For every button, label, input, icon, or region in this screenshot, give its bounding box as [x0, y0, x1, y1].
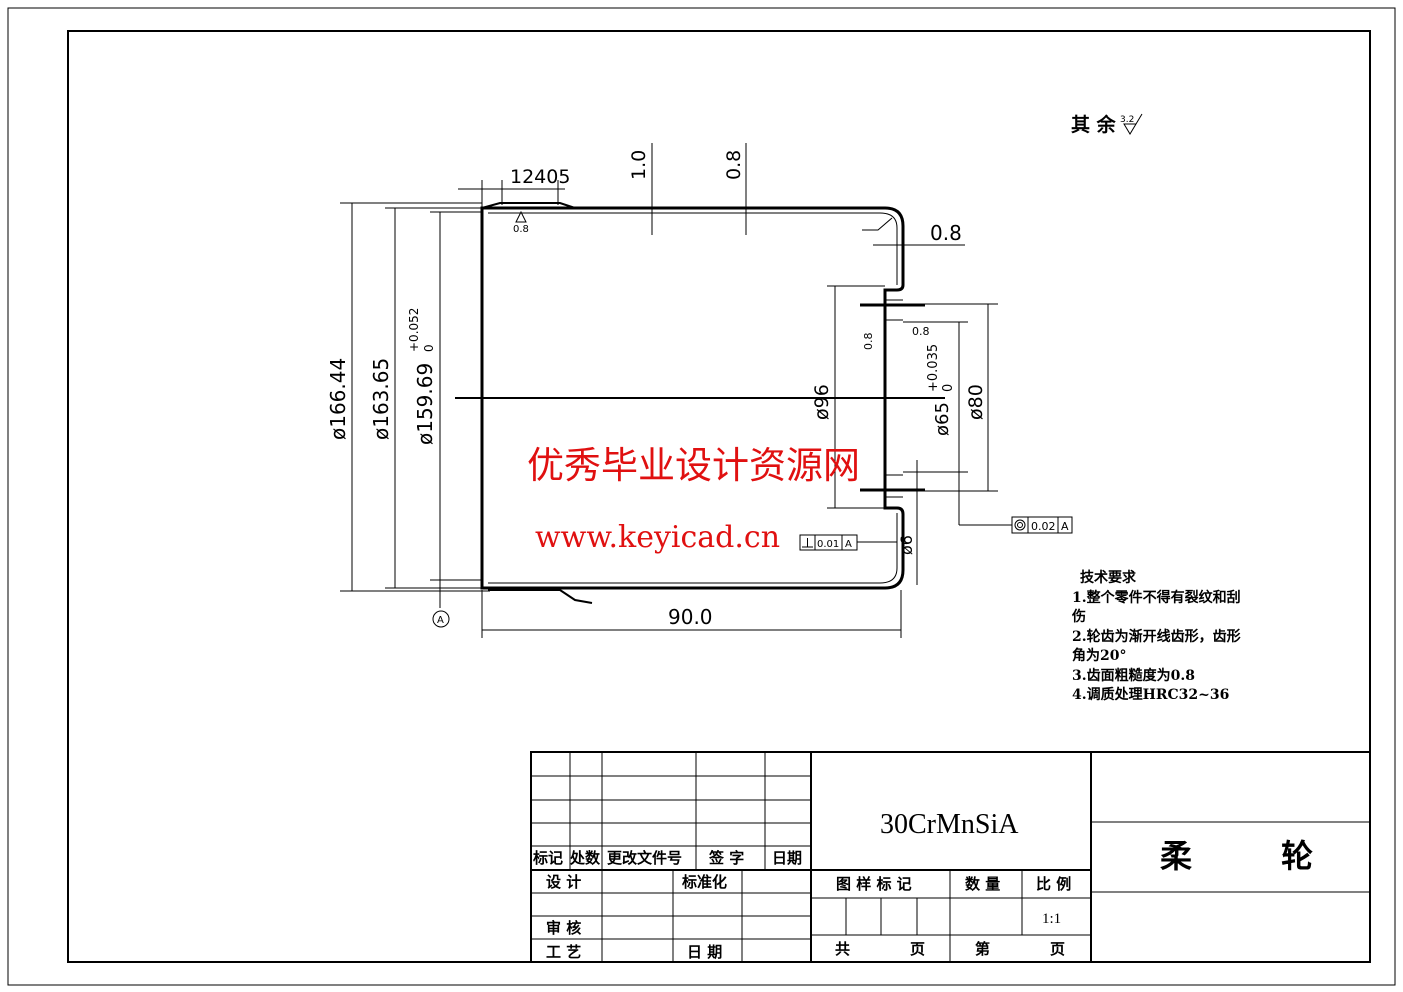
material: 30CrMnSiA [880, 809, 1019, 840]
concentricity-frame: 0.02 A [1011, 516, 1073, 534]
label-review: 审 核 [546, 919, 581, 937]
dim-d65-tol-low: 0 [941, 384, 956, 392]
rev-header-count: 处数 [569, 849, 601, 867]
concentricity-icon [1014, 519, 1026, 531]
dim-d6: ø6 [897, 535, 916, 555]
label-drawing-mark: 图 样 标 记 [836, 875, 912, 893]
dim-d65: ø65 [932, 402, 953, 436]
dim-d159-tol: +0.052 [407, 308, 421, 352]
datum-a-marker [432, 610, 450, 628]
dim-d80: ø80 [965, 384, 987, 420]
label-quantity: 数 量 [965, 875, 1000, 893]
label-process: 工 艺 [546, 943, 581, 961]
label-total: 共 [835, 940, 850, 958]
tech-req-line: 1.整个零件不得有裂纹和刮 [1072, 589, 1241, 606]
diameter-dimensions: ø166.44 ø163.65 ø159.69 +0.052 0 A [326, 202, 490, 628]
tech-req-line: 3.齿面粗糙度为0.8 [1072, 667, 1195, 684]
dim-thickness-08: 0.8 [723, 150, 745, 180]
roughness-top: 0.8 [513, 224, 529, 235]
dim-12405: 12405 [510, 166, 570, 188]
scale-value: 1:1 [1042, 911, 1061, 927]
other-roughness-value: 3.2 [1120, 115, 1134, 125]
datum-label: A [437, 615, 444, 626]
roughness-hub-b: 0.8 [912, 325, 930, 338]
perpendicularity-icon [802, 538, 813, 548]
label-date: 日 期 [687, 943, 722, 961]
hub-dimensions: ø96 ø80 ø65 +0.035 0 0.8 0.8 ø6 [811, 285, 1012, 585]
perpendicularity-datum: A [845, 539, 852, 550]
roughness-symbol-icon [1123, 113, 1143, 135]
rev-header-date: 日期 [772, 849, 802, 867]
label-design: 设 计 [546, 873, 581, 891]
concentricity-value: 0.02 [1031, 520, 1056, 533]
outer-border [7, 7, 1396, 986]
label-nth: 第 [975, 940, 990, 958]
technical-requirements: 技术要求 1.整个零件不得有裂纹和刮 伤 2.轮齿为渐开线齿形，齿形 角为20°… [1071, 569, 1241, 703]
part-name: 柔 轮 [1160, 837, 1313, 875]
tech-req-line: 4.调质处理HRC32~36 [1072, 686, 1229, 703]
concentricity-datum: A [1061, 520, 1069, 533]
dim-d159: ø159.69 [413, 363, 437, 445]
tech-req-line: 伤 [1071, 608, 1086, 625]
perpendicularity-value: 0.01 [817, 539, 839, 550]
dim-wall-08: 0.8 [930, 221, 962, 245]
rev-header-doc: 更改文件号 [607, 849, 682, 867]
label-page: 页 [910, 940, 925, 958]
roughness-hub-a: 0.8 [862, 333, 875, 351]
title-block: 标记 处数 更改文件号 签 字 日期 设 计 标准化 审 核 工 艺 日 期 3… [530, 751, 1371, 963]
label-standard: 标准化 [681, 873, 727, 891]
tech-req-line: 2.轮齿为渐开线齿形，齿形 [1072, 628, 1241, 645]
dim-d96: ø96 [811, 384, 833, 420]
label-scale: 比 例 [1036, 875, 1071, 893]
watermark-title: 优秀毕业设计资源网 [527, 444, 860, 487]
dim-d166: ø166.44 [326, 358, 350, 440]
dim-thickness-1: 1.0 [628, 150, 650, 180]
other-roughness-label: 其 余 [1071, 113, 1117, 136]
rev-header-sign: 签 字 [708, 849, 744, 867]
dim-d65-tol: +0.035 [926, 344, 941, 392]
dim-length-90: 90.0 [668, 605, 713, 629]
top-dimensions: 12405 0.8 1.0 0.8 0.8 [458, 143, 965, 246]
dim-d159-tol-low: 0 [422, 344, 436, 352]
dim-d163: ø163.65 [369, 358, 393, 440]
tech-req-title: 技术要求 [1080, 569, 1137, 586]
watermark-url: www.keyicad.cn [535, 520, 780, 555]
rev-header-mark: 标记 [532, 849, 563, 867]
label-page2: 页 [1050, 940, 1065, 958]
tech-req-line: 角为20° [1072, 647, 1126, 664]
perpendicularity-frame: 0.01 A [799, 534, 897, 551]
